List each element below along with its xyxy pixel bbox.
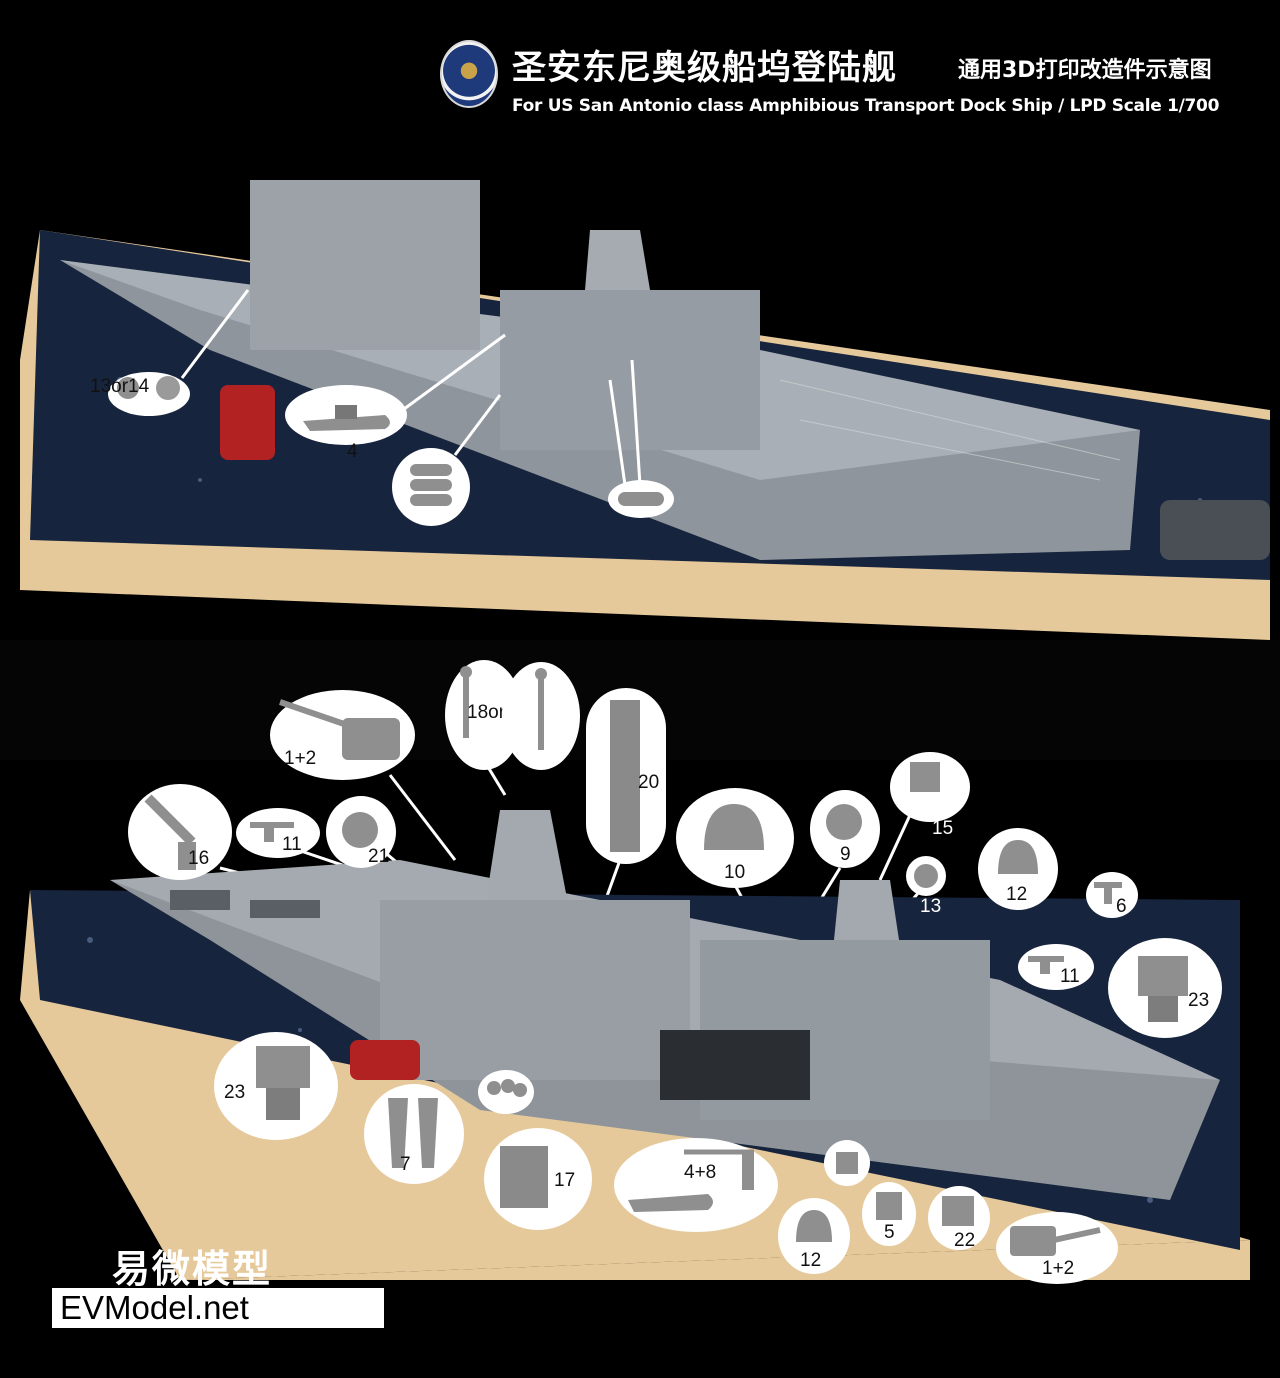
callout-label: 23 bbox=[224, 1082, 246, 1103]
davit-icon bbox=[388, 1098, 438, 1168]
callout-1plus2-bottom: 1+2 bbox=[996, 1212, 1118, 1284]
brand-box bbox=[52, 1288, 384, 1328]
bottom-ship-photo bbox=[0, 640, 1280, 1280]
page-title: 圣安东尼奥级船坞登陆舰 bbox=[512, 48, 897, 88]
callout-label: 20 bbox=[638, 772, 660, 793]
radome-part-icon bbox=[914, 864, 938, 888]
gun-mount-icon bbox=[1010, 1226, 1101, 1256]
callout-5: 5 bbox=[862, 1182, 916, 1246]
director-icon bbox=[876, 1192, 902, 1220]
callout-22: 22 bbox=[928, 1186, 990, 1251]
callout-1plus2-top: 1+2 bbox=[270, 690, 415, 780]
callout-12-bottom: 12 bbox=[778, 1198, 850, 1274]
radome-part-icon bbox=[342, 812, 378, 848]
callout-4-top: 4 bbox=[285, 385, 407, 462]
callout-20: 20 bbox=[586, 688, 666, 864]
callout-label: 13 bbox=[920, 896, 942, 917]
equipment-box-icon bbox=[836, 1152, 858, 1174]
english-title: For US San Antonio class Amphibious Tran… bbox=[512, 96, 1220, 116]
callout-label: 12 bbox=[1006, 884, 1028, 905]
callout-label: 10 bbox=[724, 862, 746, 883]
liferaft-icon bbox=[618, 492, 664, 506]
callout-10: 10 bbox=[676, 788, 794, 888]
rhib-boat-icon bbox=[303, 405, 390, 431]
callout-label: 1+2 bbox=[284, 748, 317, 769]
radome-part-icon bbox=[117, 376, 180, 400]
callout-9: 9 bbox=[810, 790, 880, 868]
callout-label: 5 bbox=[884, 1222, 895, 1243]
equipment-box-icon bbox=[942, 1196, 974, 1226]
callout-label: 23 bbox=[1188, 990, 1210, 1011]
radome-part-icon bbox=[998, 840, 1038, 874]
liferaft-stack-icon bbox=[410, 464, 452, 506]
callout-21: 21 bbox=[326, 796, 396, 868]
radome-part-icon bbox=[796, 1210, 832, 1242]
callout-11-left: 11 bbox=[236, 808, 320, 858]
callout-13or14: 13or14 bbox=[90, 372, 190, 416]
callout-label: 9 bbox=[840, 844, 851, 865]
page-subtitle: 通用3D打印改造件示意图 bbox=[958, 58, 1212, 83]
crane-arm-icon bbox=[144, 794, 196, 870]
ship-crest-icon bbox=[440, 40, 498, 108]
callout-23-right: 23 bbox=[1108, 938, 1222, 1038]
well-deck-opening bbox=[660, 1030, 810, 1100]
brand-logo-zh: 易微模型 bbox=[112, 1247, 273, 1291]
callout-label: 15 bbox=[932, 818, 954, 839]
antenna-bar-icon bbox=[250, 822, 294, 842]
mast-antenna-icon bbox=[460, 666, 472, 738]
vent-cluster-icon bbox=[487, 1079, 527, 1097]
callout-15: 15 bbox=[890, 752, 970, 839]
container-box-icon bbox=[500, 1146, 548, 1208]
callout-label: 1+2 bbox=[1042, 1258, 1075, 1279]
callout-label: 21 bbox=[368, 846, 390, 867]
callout-liferaft-stack bbox=[392, 448, 470, 526]
callout-11-right: 11 bbox=[1018, 944, 1094, 990]
ram-launcher-icon bbox=[1138, 956, 1188, 1022]
brand-url: EVModel.net bbox=[60, 1289, 249, 1326]
callout-4plus8: 4+8 bbox=[614, 1138, 778, 1232]
antenna-bar-icon bbox=[1094, 882, 1122, 904]
superstructure-fwd bbox=[250, 180, 480, 350]
callout-13: 13 bbox=[906, 856, 946, 917]
callout-ventilators bbox=[478, 1070, 534, 1114]
callout-16: 16 bbox=[128, 784, 232, 880]
callout-label: 11 bbox=[282, 834, 302, 855]
rhib-crane-icon bbox=[628, 1149, 754, 1212]
tug-boat-bottom bbox=[350, 1040, 420, 1080]
top-ship-photo bbox=[20, 180, 1270, 640]
callout-label: 11 bbox=[1060, 966, 1080, 987]
callout-7: 7 bbox=[364, 1084, 464, 1184]
callout-18or19-b bbox=[502, 662, 580, 770]
ram-launcher-icon bbox=[256, 1046, 310, 1120]
callout-liferaft-single bbox=[608, 480, 674, 518]
large-radome-icon bbox=[704, 804, 764, 850]
callout-label: 16 bbox=[188, 848, 210, 869]
sensor-housing-icon bbox=[910, 762, 940, 792]
callout-label: 4+8 bbox=[684, 1162, 717, 1183]
callout-label: 4 bbox=[347, 441, 358, 462]
antenna-bar-icon bbox=[1028, 956, 1064, 974]
callout-23-left: 23 bbox=[214, 1032, 338, 1140]
mast-antenna-icon bbox=[535, 668, 547, 750]
mast-lattice-icon bbox=[610, 700, 640, 852]
callout-label: 6 bbox=[1116, 896, 1127, 917]
callout-6: 6 bbox=[1086, 872, 1138, 918]
callout-label: 12 bbox=[800, 1250, 822, 1271]
callout-label: 17 bbox=[554, 1170, 576, 1191]
callout-17: 17 bbox=[484, 1128, 592, 1230]
callout-label: 22 bbox=[954, 1230, 976, 1251]
callout-small-box bbox=[824, 1140, 870, 1186]
lcac-top bbox=[1160, 500, 1270, 560]
tug-boat-top bbox=[220, 385, 275, 460]
callout-label: 13or14 bbox=[90, 376, 150, 397]
radome-part-icon bbox=[826, 804, 862, 840]
gun-mount-icon bbox=[279, 699, 400, 760]
callout-label: 7 bbox=[400, 1154, 411, 1175]
callout-12-right: 12 bbox=[978, 828, 1058, 910]
